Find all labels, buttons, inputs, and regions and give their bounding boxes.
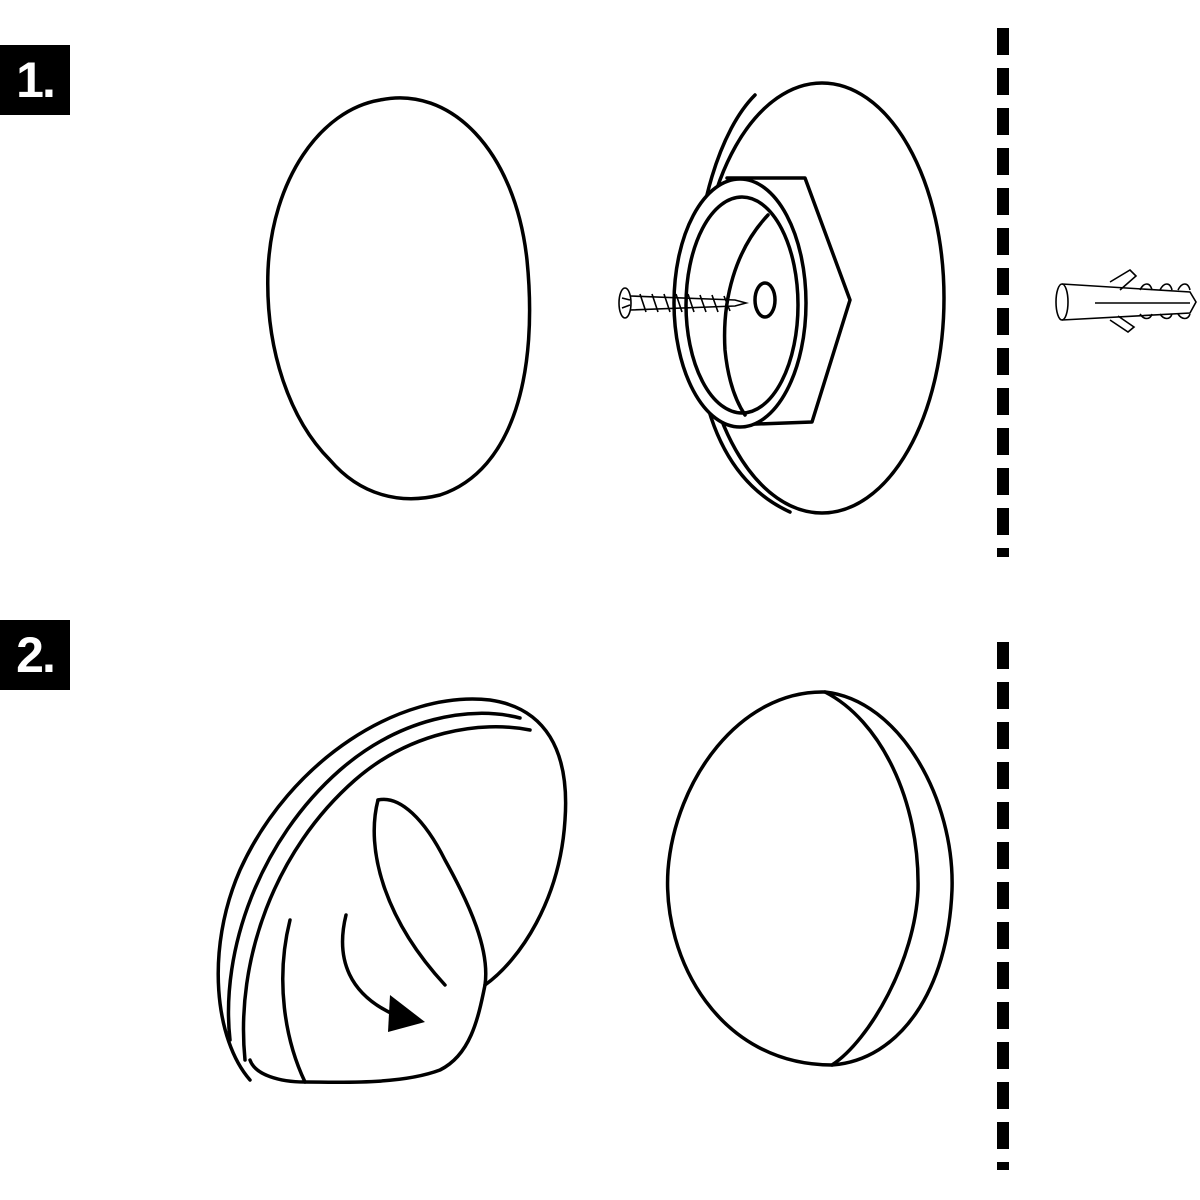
arrow-head-icon	[388, 995, 425, 1032]
screw-icon	[618, 287, 750, 319]
base-illustration	[672, 81, 946, 515]
step-2-label: 2.	[0, 620, 70, 690]
cap-illustration	[266, 96, 532, 501]
mounted-cap-illustration	[665, 690, 954, 1067]
cap-snapping-illustration	[216, 697, 568, 1084]
wall-plug-icon	[1055, 268, 1197, 333]
arrow-icon	[340, 913, 397, 1017]
step-1-label: 1.	[0, 45, 70, 115]
